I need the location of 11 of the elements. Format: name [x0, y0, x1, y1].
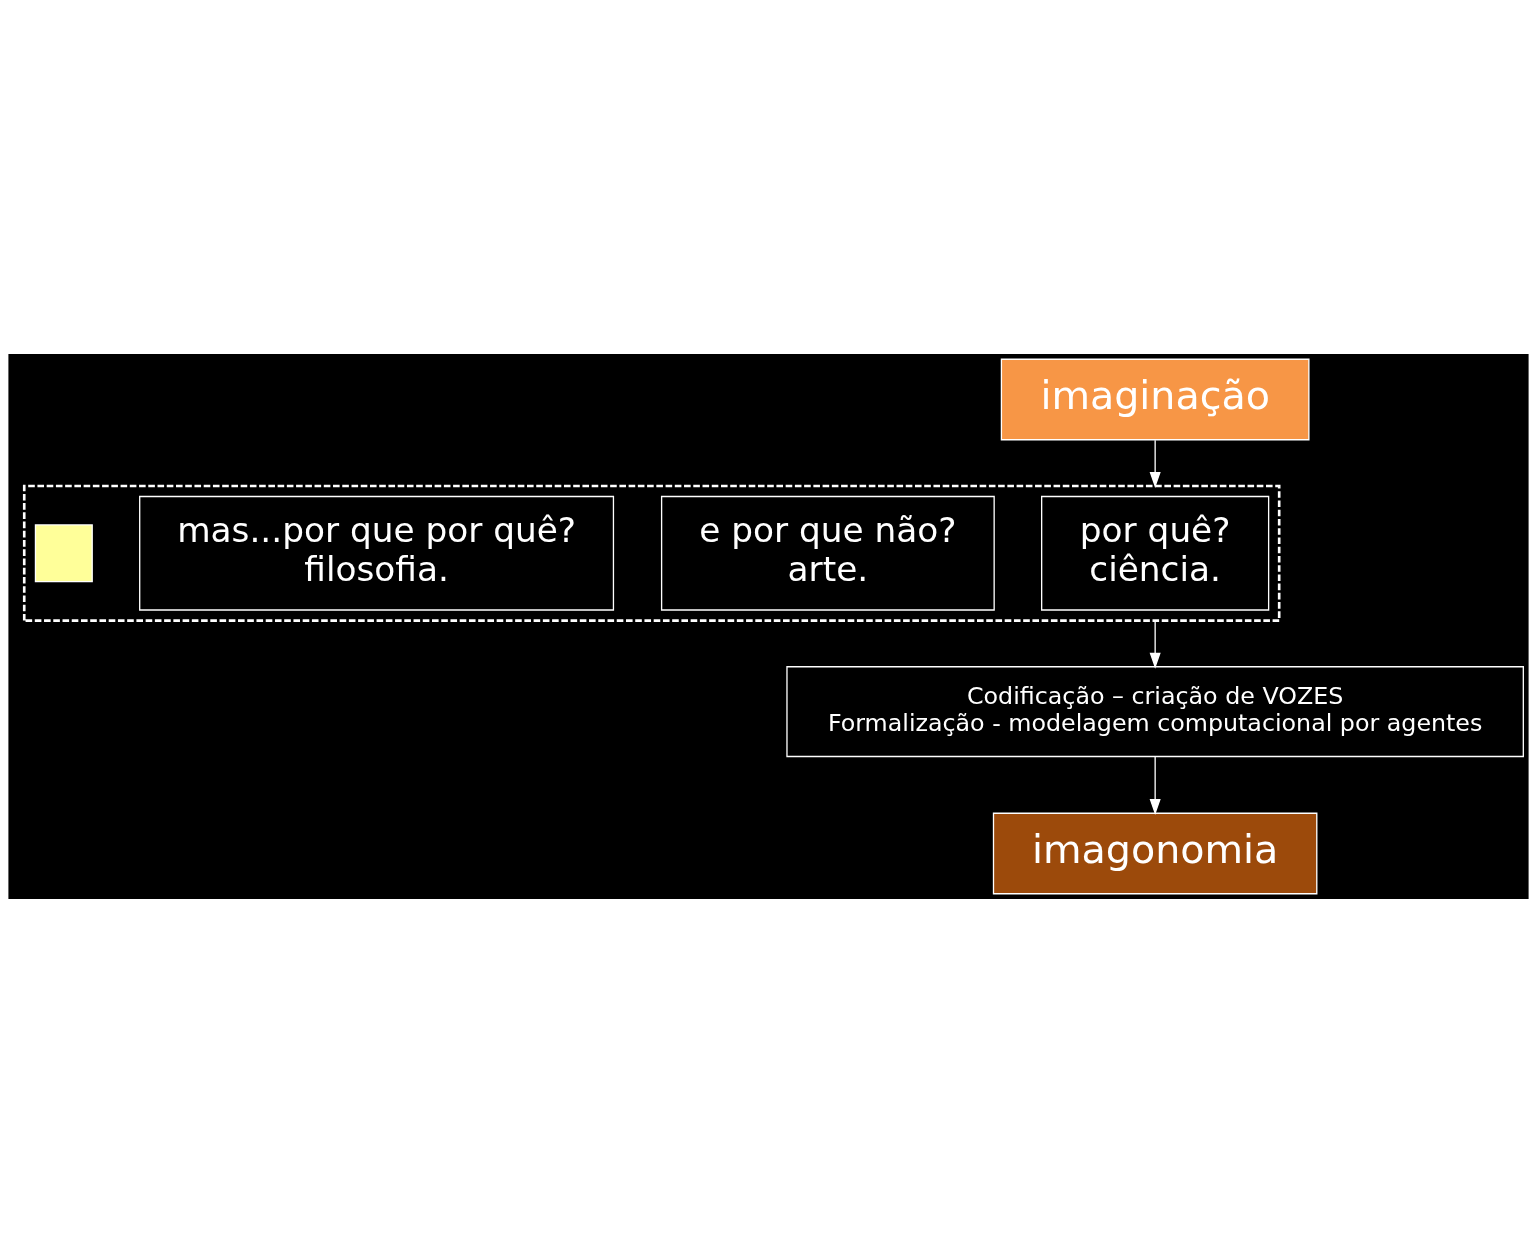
- node-box: imaginação: [1000, 358, 1310, 440]
- node-box: mas...por que por quê? filosofia.: [139, 495, 615, 611]
- node-box: [34, 523, 93, 582]
- node-box: e por que não? arte.: [660, 495, 995, 611]
- arrow: [1149, 619, 1161, 669]
- node-box: imagonomia: [992, 812, 1318, 894]
- node-box: por quê? ciência.: [1041, 495, 1270, 611]
- arrow: [1149, 755, 1161, 815]
- cluster: [22, 484, 1281, 622]
- node-box: Codificação – criação de VOZES Formalização - modelagem computacional por agentes: [786, 665, 1524, 757]
- arrow: [1149, 438, 1161, 488]
